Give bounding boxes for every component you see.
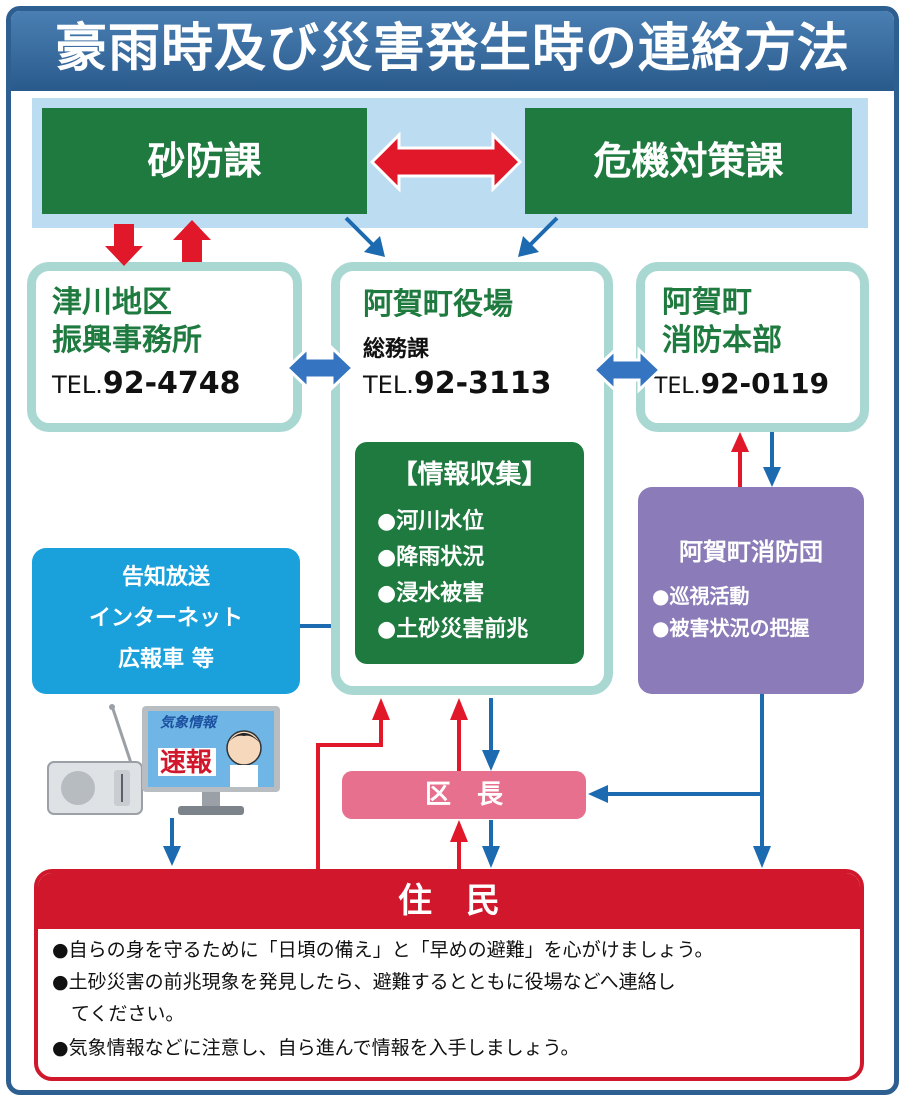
radio-antenna xyxy=(110,705,134,767)
info-item: ●降雨状況 xyxy=(377,545,485,570)
tsugawa-office-box xyxy=(27,262,302,432)
fire-hq-line2: 消防本部 xyxy=(662,323,782,358)
broadcast-box xyxy=(32,548,300,694)
broadcast-line: 告知放送 xyxy=(121,565,210,590)
tv-flash-panel xyxy=(158,748,216,776)
fire-brigade-name: 阿賀町消防団 xyxy=(679,538,823,566)
dept-crisis-label: 危機対策課 xyxy=(593,139,784,183)
residents-line: てください。 xyxy=(52,1003,185,1025)
tv-stand-base xyxy=(178,806,244,815)
residents-line: ●土砂災害の前兆現象を発見したら、避難するとともに役場などへ連絡し xyxy=(52,971,676,993)
tsugawa-tel-prefix: TEL. xyxy=(52,371,103,399)
dept-sabo-box: 砂防課 xyxy=(42,108,367,214)
residents-line: ●自らの身を守るために「日頃の備え」と「早めの避難」を心がけましょう。 xyxy=(52,939,714,961)
tv-stand-neck xyxy=(202,792,220,806)
dept-crisis-box: 危機対策課 xyxy=(525,108,852,214)
town-office-tel-prefix: TEL. xyxy=(363,371,414,399)
tsugawa-line1: 津川地区 xyxy=(52,285,172,320)
fire-hq-tel: TEL.92-0119 xyxy=(654,366,829,406)
broadcast-line: インターネット xyxy=(88,606,243,631)
tv-caption: 気象情報 xyxy=(160,715,216,731)
radio-illustration xyxy=(47,704,143,815)
tv-flash: 速報 xyxy=(160,748,213,778)
town-office-tel-number: 92-3113 xyxy=(413,366,552,401)
dept-sabo-label: 砂防課 xyxy=(147,139,262,183)
fire-brigade-item: ●被害状況の把握 xyxy=(652,616,810,640)
tv-announcer-shirt xyxy=(230,765,258,787)
tsugawa-line2: 振興事務所 xyxy=(52,323,202,358)
town-office-dept: 総務課 xyxy=(363,337,430,362)
tv-announcer-hair xyxy=(227,733,261,744)
fire-brigade-item: ●巡視活動 xyxy=(652,584,750,608)
ward-head-label: 区 長 xyxy=(424,780,503,810)
radio-antenna-tip xyxy=(109,704,115,710)
town-office-tel: TEL.92-3113 xyxy=(363,366,552,406)
town-office-name: 阿賀町役場 xyxy=(363,287,513,322)
tsugawa-tel: TEL.92-4748 xyxy=(52,366,241,406)
residents-box: 住 民 xyxy=(34,869,864,1081)
tv-illustration xyxy=(142,706,280,815)
tsugawa-tel-number: 92-4748 xyxy=(102,366,241,401)
tv-announcer-face xyxy=(226,730,262,766)
residents-header: 住 民 xyxy=(38,873,860,929)
residents-line: ●気象情報などに注意し、自ら進んで情報を入手しましょう。 xyxy=(52,1037,580,1059)
broadcast-line: 広報車 等 xyxy=(118,647,214,672)
fire-hq-tel-prefix: TEL. xyxy=(654,374,701,399)
info-collection-heading: 【情報収集】 xyxy=(391,460,548,490)
title-bar: 豪雨時及び災害発生時の連絡方法 xyxy=(11,11,894,91)
radio-speaker xyxy=(61,771,95,805)
info-item: ●河川水位 xyxy=(377,509,485,534)
fire-hq-tel-number: 92-0119 xyxy=(700,367,830,400)
fire-brigade-box xyxy=(638,487,864,694)
info-collection-box xyxy=(355,442,584,664)
info-item: ●土砂災害前兆 xyxy=(377,617,529,642)
prefecture-label: 新潟県 xyxy=(410,151,482,179)
page-title: 豪雨時及び災害発生時の連絡方法 xyxy=(54,19,850,79)
info-item: ●浸水被害 xyxy=(377,581,485,606)
fire-hq-line1: 阿賀町 xyxy=(662,285,752,320)
residents-heading: 住 民 xyxy=(398,881,500,921)
